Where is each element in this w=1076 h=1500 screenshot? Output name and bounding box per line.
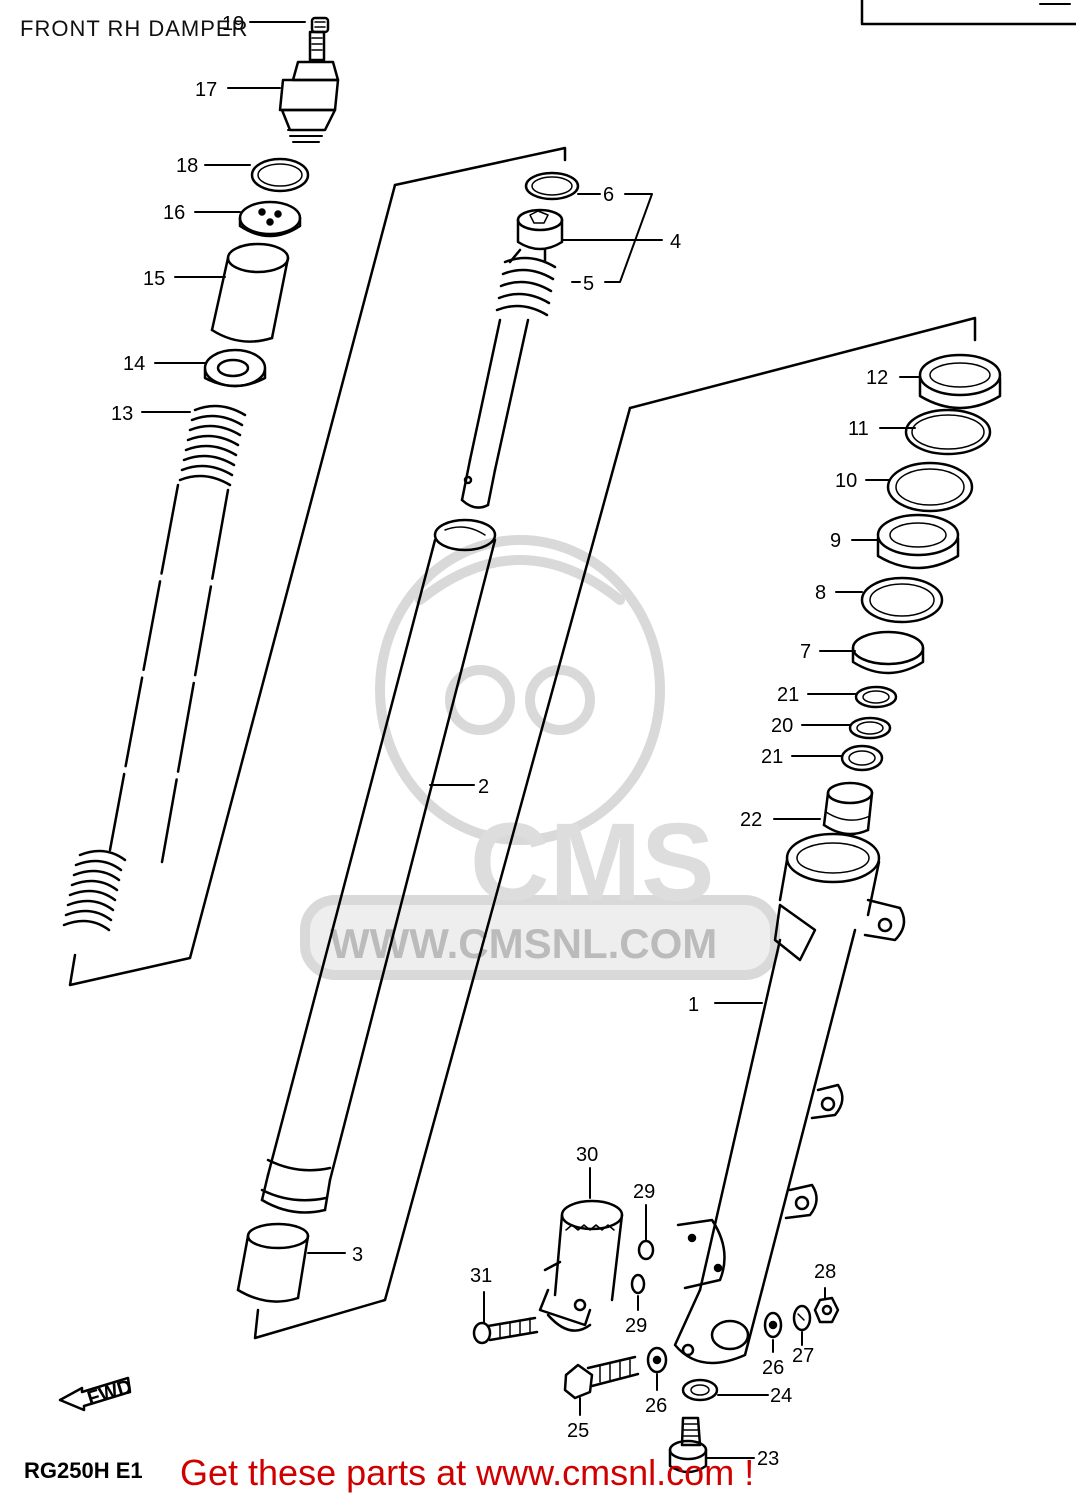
part-23-damper-bolt <box>668 1416 708 1474</box>
callout-26-left: 26 <box>645 1395 667 1417</box>
part-29-o-ring-lower <box>630 1273 646 1295</box>
callout-29-lower: 29 <box>625 1315 647 1337</box>
border-fragment <box>860 0 1076 26</box>
callout-8: 8 <box>815 582 826 604</box>
callout-27: 27 <box>792 1345 814 1367</box>
group-bracket-left-top <box>393 146 567 187</box>
part-12-dust-seal <box>918 353 1002 410</box>
callout-21-upper: 21 <box>777 684 799 706</box>
part-7-guide-bushing <box>851 630 925 675</box>
part-2-inner-tube <box>260 518 497 1214</box>
part-28-nut <box>813 1296 840 1324</box>
callout-labels: 19 17 18 16 15 14 13 6 4 5 2 3 1 12 11 1… <box>111 13 888 1470</box>
callout-19: 19 <box>222 13 244 35</box>
callout-10: 10 <box>835 470 857 492</box>
part-25-bolt <box>563 1355 640 1400</box>
callout-13: 13 <box>111 403 133 425</box>
callout-15: 15 <box>143 268 165 290</box>
callout-18: 18 <box>176 155 198 177</box>
callout-16: 16 <box>163 202 185 224</box>
callout-22: 22 <box>740 809 762 831</box>
callout-20: 20 <box>771 715 793 737</box>
cms-watermark <box>300 535 780 980</box>
model-code: RG250H E1 <box>24 1458 143 1483</box>
callout-11: 11 <box>848 418 869 440</box>
part-16-valve-plate <box>238 200 302 238</box>
callout-30: 30 <box>576 1144 598 1166</box>
callout-12: 12 <box>866 367 888 389</box>
callout-28: 28 <box>814 1261 836 1283</box>
callout-17: 17 <box>195 79 217 101</box>
callout-1: 1 <box>688 994 699 1016</box>
part-5-rebound-spring <box>495 248 557 317</box>
part-8-washer <box>860 576 944 624</box>
callout-9: 9 <box>830 530 841 552</box>
callout-2: 2 <box>478 776 489 798</box>
part-14-washer <box>203 348 267 388</box>
part-26-washer-left <box>646 1346 668 1374</box>
callout-21-lower: 21 <box>761 746 783 768</box>
part-17-cap-bolt <box>278 30 340 143</box>
fwd-label: FWD <box>85 1376 135 1410</box>
part-21-gasket-lower <box>840 744 884 772</box>
part-3-slide-bushing <box>236 1222 310 1303</box>
callout-14: 14 <box>123 353 145 375</box>
part-10-oil-seal-washer <box>886 461 974 513</box>
group-bracket-left <box>68 183 397 987</box>
part-27-lock-washer <box>792 1304 812 1332</box>
part-22-oil-lock-piece <box>822 781 874 836</box>
part-26-washer-right <box>763 1311 783 1339</box>
part-15-spacer-tube <box>210 242 290 343</box>
part-11-stopper-ring <box>904 408 992 456</box>
part-damper-rod <box>460 318 530 509</box>
leader-lines <box>141 21 921 1459</box>
callout-4: 4 <box>670 231 681 253</box>
part-21-gasket-upper <box>854 685 898 709</box>
part-6-circlip <box>524 171 580 201</box>
callout-29-upper: 29 <box>633 1181 655 1203</box>
part-31-screw <box>472 1316 539 1345</box>
watermark-brand: CMS <box>470 801 714 924</box>
callout-25: 25 <box>567 1420 589 1442</box>
group-bracket-right-top <box>628 316 977 410</box>
callout-26-right: 26 <box>762 1357 784 1379</box>
callout-6: 6 <box>603 184 614 206</box>
callout-24: 24 <box>770 1385 792 1407</box>
fwd-arrow-icon: FWD <box>58 1376 135 1412</box>
part-30-adjuster-housing <box>538 1199 624 1332</box>
part-4-damper-rod-piece <box>516 208 564 251</box>
watermark-url: WWW.CMSNL.COM <box>330 920 717 967</box>
part-24-gasket <box>681 1378 719 1402</box>
part-9-oil-seal <box>876 513 960 570</box>
group-bracket-middle <box>253 406 632 1340</box>
part-13-fork-spring <box>62 404 247 932</box>
callout-31: 31 <box>470 1265 492 1287</box>
part-20-washer <box>848 716 892 740</box>
part-1-outer-tube <box>673 832 906 1365</box>
part-29-o-ring-upper <box>637 1239 655 1261</box>
shop-link-text[interactable]: Get these parts at www.cmsnl.com ! <box>180 1452 755 1493</box>
part-18-o-ring <box>250 157 310 193</box>
callout-7: 7 <box>800 641 811 663</box>
part-19-nut <box>310 16 330 34</box>
diagram-title: FRONT RH DAMPER <box>20 16 249 41</box>
callout-3: 3 <box>352 1244 363 1266</box>
callout-23: 23 <box>757 1448 779 1470</box>
callout-5: 5 <box>583 273 594 295</box>
